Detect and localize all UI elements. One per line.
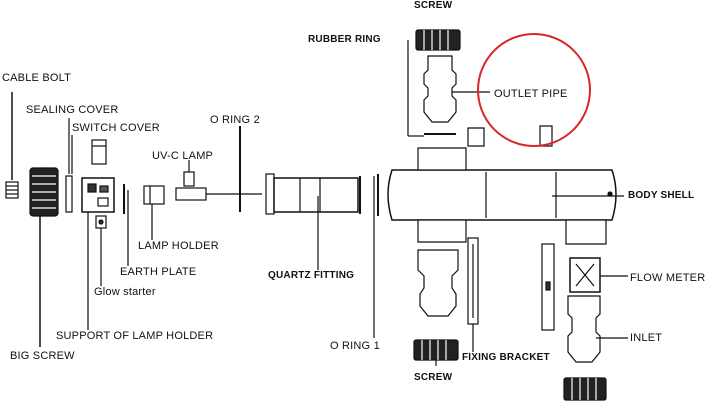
outlet-highlight-circle <box>477 33 591 147</box>
label-outlet-pipe: OUTLET PIPE <box>494 88 568 100</box>
uvc-lamp-part <box>175 160 262 201</box>
fixing-bracket-part <box>467 237 555 352</box>
label-switch-cover: SWITCH COVER <box>72 122 160 134</box>
label-inlet: INLET <box>630 332 663 344</box>
outlet-fitting-part <box>407 40 490 137</box>
label-sealing-cover: SEALING COVER <box>26 104 119 116</box>
outlet-pipe-part <box>467 125 553 147</box>
inlet-fitting-part <box>563 295 628 401</box>
label-o-ring-1: O RING 1 <box>330 340 380 352</box>
switch-cover-part <box>71 135 107 174</box>
label-glow-starter: Glow starter <box>94 286 156 298</box>
label-support-of-lamp-holder: SUPPORT OF LAMP HOLDER <box>56 330 214 342</box>
label-body-shell: BODY SHELL <box>628 190 695 201</box>
label-big-screw: BIG SCREW <box>10 350 75 362</box>
label-screw-top: SCREW <box>414 0 453 11</box>
label-rubber-ring: RUBBER RING <box>308 34 381 45</box>
label-fixing-bracket: FIXING BRACKET <box>462 352 550 363</box>
label-earth-plate: EARTH PLATE <box>120 266 197 278</box>
quartz-fitting-part <box>265 173 359 270</box>
flow-meter-part <box>569 257 628 293</box>
top-screw-part <box>415 29 461 51</box>
sealing-cover-part <box>65 118 73 213</box>
label-screw-bottom: SCREW <box>414 372 453 383</box>
big-screw-part <box>29 167 59 347</box>
label-o-ring-2: O RING 2 <box>210 114 260 126</box>
cable-bolt-part <box>5 92 19 199</box>
label-flow-meter: FLOW METER <box>630 272 706 284</box>
label-uvc-lamp: UV-C LAMP <box>152 150 214 162</box>
lamp-holder-part <box>143 185 165 240</box>
switch-housing-part <box>81 177 115 330</box>
glow-starter-part <box>95 215 107 286</box>
label-cable-bolt: CABLE BOLT <box>2 72 72 84</box>
o-ring-1-part <box>359 174 379 338</box>
label-lamp-holder: LAMP HOLDER <box>138 240 219 252</box>
label-quartz-fitting: QUARTZ FITTING <box>268 270 355 281</box>
body-shell-part <box>387 147 624 245</box>
earth-plate-part <box>123 184 129 266</box>
lower-fitting-part <box>413 249 459 366</box>
